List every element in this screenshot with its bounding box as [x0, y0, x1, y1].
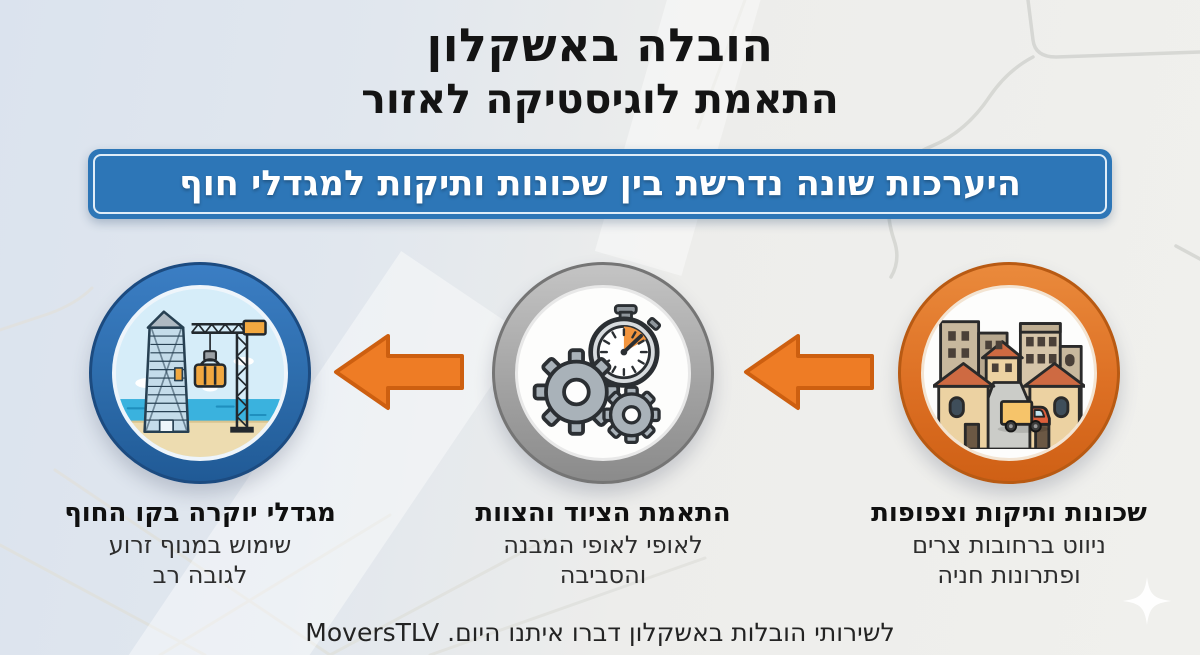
caption-old-neighborhoods: שכונות ותיקות וצפופות ניווט ברחובות צרים…: [849, 496, 1169, 590]
footer-cta: לשירותי הובלות באשקלון דברו איתנו היום. …: [305, 618, 895, 647]
caption-title: שכונות ותיקות וצפופות: [871, 498, 1147, 528]
caption-line: ופתרונות חניה: [937, 561, 1081, 589]
flow-arrow-left-icon: [334, 334, 464, 410]
blue-ring-circle: [89, 262, 311, 484]
caption-equipment-crew: התאמת הציוד והצוות לאופי לאופי המבנה והס…: [443, 496, 763, 590]
feature-coast-towers: מגדלי יוקרה בקו החוף שימוש במנוף זרוע לג…: [40, 262, 360, 590]
caption-line: והסביבה: [559, 561, 647, 589]
header: הובלה באשקלון התאמת לוגיסטיקה לאזור: [0, 16, 1200, 124]
feature-equipment-crew: התאמת הציוד והצוות לאופי לאופי המבנה והס…: [443, 262, 763, 590]
feature-old-neighborhoods: שכונות ותיקות וצפופות ניווט ברחובות צרים…: [849, 262, 1169, 590]
gears-stopwatch-icon: [515, 285, 691, 461]
caption-line: לאופי לאופי המבנה: [503, 531, 703, 559]
dense-old-city-truck-icon: [921, 285, 1097, 461]
page-title: הובלה באשקלון: [426, 18, 774, 72]
gray-ring-circle: [492, 262, 714, 484]
caption-line: ניווט ברחובות צרים: [912, 531, 1106, 559]
caption-coast-towers: מגדלי יוקרה בקו החוף שימוש במנוף זרוע לג…: [40, 496, 360, 590]
caption-title: מגדלי יוקרה בקו החוף: [64, 498, 336, 528]
key-message-banner: היערכות שונה נדרשת בין שכונות ותיקות למג…: [88, 149, 1112, 219]
flow-arrow-left-icon: [744, 334, 874, 410]
caption-title: התאמת הציוד והצוות: [475, 498, 731, 528]
coast-tower-crane-icon: [112, 285, 288, 461]
orange-ring-circle: [898, 262, 1120, 484]
caption-line: שימוש במנוף זרוע: [108, 531, 292, 559]
caption-line: לגובה רב: [152, 561, 248, 589]
banner-text: היערכות שונה נדרשת בין שכונות ותיקות למג…: [179, 164, 1021, 204]
page-subtitle: התאמת לוגיסטיקה לאזור: [361, 74, 839, 123]
